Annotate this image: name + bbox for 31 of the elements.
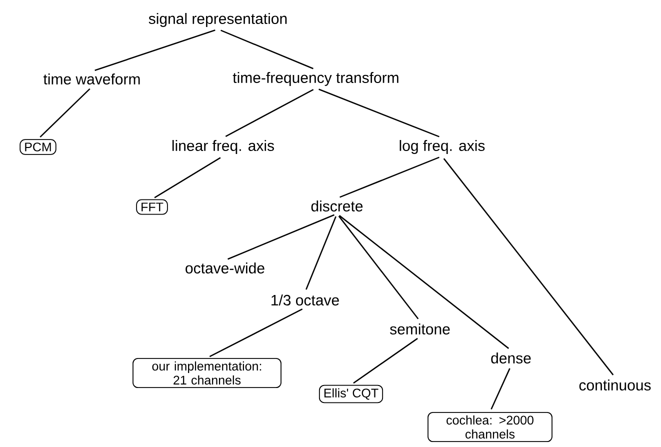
category-label: octave-wide bbox=[186, 262, 264, 274]
tree-line bbox=[340, 156, 440, 198]
category-label: discrete bbox=[311, 200, 363, 212]
tree-line bbox=[228, 214, 334, 260]
category-label: log freq. axis bbox=[400, 140, 485, 154]
category-label: semitone bbox=[390, 324, 450, 334]
tree-line bbox=[154, 157, 221, 198]
tree-line bbox=[306, 216, 336, 290]
category-label: signal representation bbox=[148, 13, 287, 27]
leaf-box: Ellis' CQT bbox=[318, 384, 384, 404]
tree-line bbox=[94, 30, 216, 71]
tree-line bbox=[338, 215, 510, 349]
leaf-box: FFT bbox=[136, 199, 168, 215]
tree-line bbox=[490, 368, 510, 410]
leaf-box: PCM bbox=[20, 139, 56, 155]
tree-line bbox=[353, 338, 418, 384]
tree-line bbox=[338, 216, 419, 320]
category-label: time-frequency transform bbox=[232, 72, 398, 86]
leaf-box: cochlea: >2000 channels bbox=[428, 412, 552, 442]
category-label: continuous bbox=[579, 380, 651, 390]
tree-line bbox=[209, 308, 303, 358]
tree-line bbox=[40, 88, 90, 138]
tree-line bbox=[225, 89, 314, 137]
leaf-box: our implementation: 21 channels bbox=[132, 358, 282, 388]
category-label: dense bbox=[491, 352, 531, 364]
tree-line bbox=[220, 30, 314, 70]
category-label: 1/3 octave bbox=[272, 294, 339, 306]
tree-line bbox=[318, 88, 440, 138]
category-label: time waveform bbox=[43, 74, 140, 84]
tree-line bbox=[443, 158, 614, 376]
category-label: linear freq. axis bbox=[172, 140, 274, 154]
